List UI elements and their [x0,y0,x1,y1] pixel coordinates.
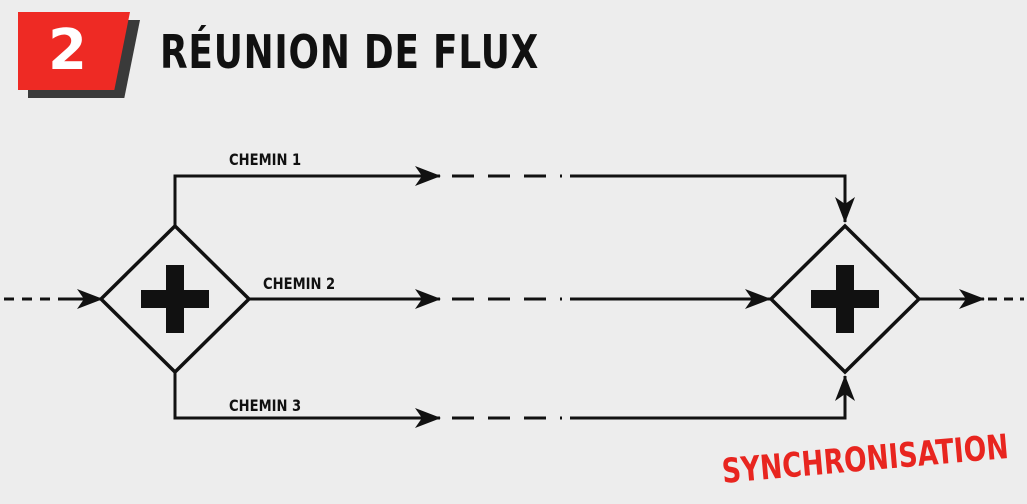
number-badge: 2 [18,12,130,90]
path-2-label: CHEMIN 2 [263,274,336,293]
path-3-flow [173,372,855,428]
path-3-label: CHEMIN 3 [229,396,302,415]
slide-header: 2 RÉUNION DE FLUX [0,0,1027,110]
split-gateway-plus-icon [141,265,209,333]
path-1-flow [173,166,855,226]
slide-title: RÉUNION DE FLUX [160,25,540,79]
path-1-label: CHEMIN 1 [229,150,302,169]
join-gateway-plus-icon [811,265,879,333]
